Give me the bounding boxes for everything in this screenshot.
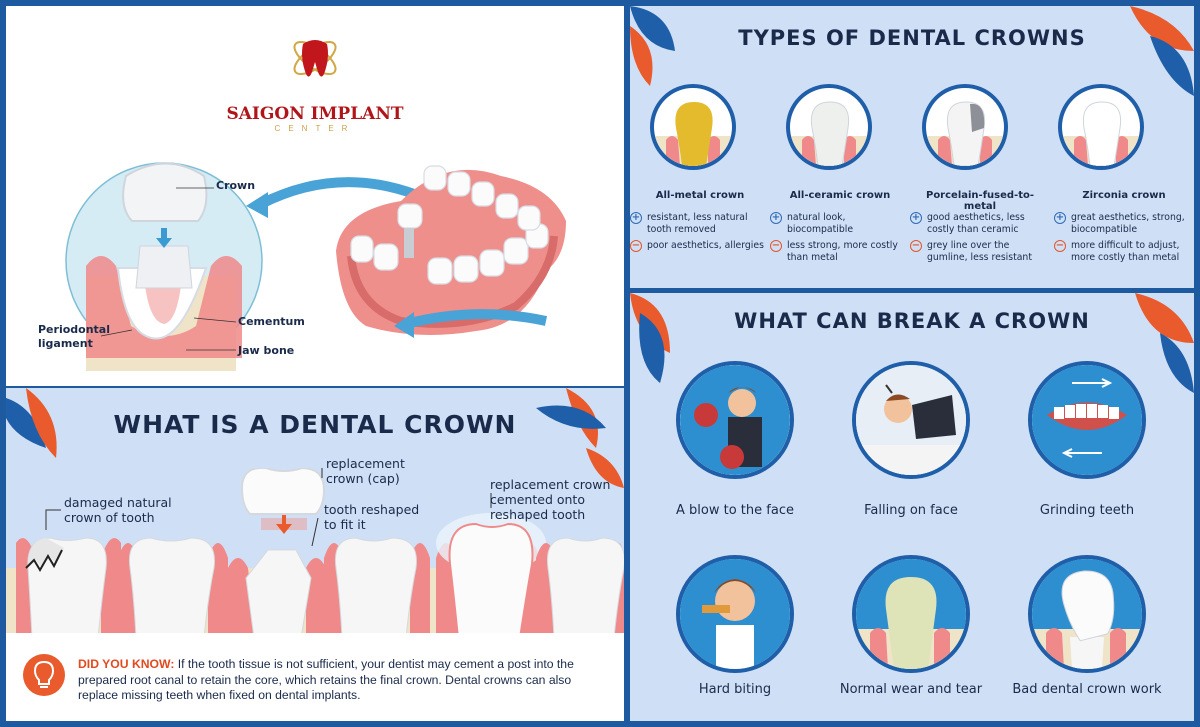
crown-type-2: All-ceramic crown + natural look, biocomp… [770,190,910,268]
ceramic-crown-icon [790,101,868,166]
crown-type-pro: + good aesthetics, less costly than ceram… [910,212,1050,236]
break-crown-panel: WHAT CAN BREAK A CROWN A blow to the fac… [630,293,1194,721]
crown-type-name: All-ceramic crown [789,190,891,201]
crown-type-name: Porcelain-fused-to-metal [925,190,1035,212]
crown-type-con: −grey line over the gumline, less resist… [910,240,1050,264]
break-caption-1: A blow to the face [676,503,794,518]
annotation-cemented: replacement crown cemented onto reshaped… [490,477,610,522]
leaf-decoration-icon [630,293,1194,393]
logo-subtitle: CENTER [274,124,356,133]
annotation-reshaped-line2: to fit it [324,517,366,532]
crown-type-pro-text: good aesthetics, less costly than cerami… [927,212,1025,235]
crown-anatomy-panel: SAIGON IMPLANT CENTER C [6,6,624,386]
falling-person-icon [856,365,966,475]
break-circle-1 [676,361,794,479]
bad-crown-icon [1032,559,1142,669]
annotation-damaged-line2: crown of tooth [64,510,155,525]
annotation-damaged-line1: damaged natural [64,495,172,510]
crown-type-3: Porcelain-fused-to-metal + good aesthetic… [910,190,1050,268]
crown-type-con-text: less strong, more costly than metal [787,240,898,263]
minus-icon: − [770,240,782,252]
crown-type-con: −poor aesthetics, allergies [630,240,770,252]
crown-type-1: All-metal crown + resistant, less natural… [630,190,770,256]
did-you-know-text: If the tooth tissue is not sufficient, y… [78,657,574,702]
annotation-cemented-line2: cemented onto [490,492,585,507]
did-you-know-title: DID YOU KNOW: [78,657,175,671]
did-you-know-box: DID YOU KNOW: If the tooth tissue is not… [6,633,624,721]
lightbulb-icon [23,654,65,696]
annotation-damaged: damaged natural crown of tooth [64,495,172,525]
gold-crown-icon [654,102,732,166]
break-circle-6 [1028,555,1146,673]
break-circle-4 [676,555,794,673]
break-caption-5: Normal wear and tear [839,682,983,697]
porcelain-metal-crown-icon [926,101,1004,166]
types-title: TYPES OF DENTAL CROWNS [738,26,1086,50]
annotation-reshaped: tooth reshaped to fit it [324,502,419,532]
logo-icon [293,40,337,77]
hard-biting-icon [680,559,790,669]
break-circle-3 [1028,361,1146,479]
crown-type-4: Zirconia crown + great aesthetics, strong… [1054,190,1194,268]
label-periodontal: Periodontal [38,323,110,336]
crown-type-con-text: more difficult to adjust, more costly th… [1071,240,1180,263]
minus-icon: − [1054,240,1066,252]
zirconia-crown-icon [1062,101,1140,166]
plus-icon: + [1054,212,1066,224]
crown-type-circle-1 [650,84,736,170]
crown-type-pro-text: great aesthetics, strong, biocompatible [1071,212,1185,235]
plus-icon: + [770,212,782,224]
break-caption-2: Falling on face [864,503,958,518]
minus-icon: − [910,240,922,252]
logo-name: SAIGON IMPLANT [226,104,404,124]
crown-type-name: Zirconia crown [1082,190,1166,201]
break-caption-6: Bad dental crown work [1012,682,1162,697]
break-circle-5 [852,555,970,673]
crown-type-name: All-metal crown [655,190,745,201]
leaf-decoration-icon [6,388,624,488]
break-circle-2 [852,361,970,479]
what-title: WHAT IS A DENTAL CROWN [113,410,517,439]
label-crown: Crown [216,179,256,192]
what-is-crown-panel: WHAT IS A DENTAL CROWN [6,388,624,721]
annotation-replacement-line1: replacement [326,456,405,471]
plus-icon: + [910,212,922,224]
crown-type-con: −less strong, more costly than metal [770,240,910,264]
crown-type-pro: + natural look, biocompatible [770,212,910,236]
minus-icon: − [630,240,642,252]
label-ligament: ligament [38,337,93,350]
crown-type-circle-3 [922,84,1008,170]
crown-type-con-text: poor aesthetics, allergies [647,240,764,251]
label-cementum: Cementum [238,315,305,328]
crown-type-pro-text: natural look, biocompatible [787,212,854,235]
annotation-cemented-line1: replacement crown [490,477,611,492]
break-caption-3: Grinding teeth [1039,503,1135,518]
label-jaw-bone: Jaw bone [238,344,295,357]
leaf-decoration-icon [630,6,1194,96]
boxing-punch-icon [680,365,790,475]
crown-type-circle-4 [1058,84,1144,170]
annotation-cemented-line3: reshaped tooth [490,507,586,522]
tooth-anatomy-diagram [65,162,566,371]
crown-type-pro-text: resistant, less natural tooth removed [647,212,748,235]
did-you-know-text-block: DID YOU KNOW: If the tooth tissue is not… [78,657,613,704]
annotation-reshaped-line1: tooth reshaped [324,502,420,517]
break-title: WHAT CAN BREAK A CROWN [734,309,1090,333]
crown-steps-diagram [6,468,624,638]
grinding-teeth-icon [1032,365,1142,475]
annotation-replacement: replacement crown (cap) [326,456,405,486]
crown-type-con: −more difficult to adjust, more costly t… [1054,240,1194,264]
crown-type-circle-2 [786,84,872,170]
crown-types-panel: TYPES OF DENTAL CROWNS All-metal crown +… [630,6,1194,288]
crown-type-pro: + great aesthetics, strong, biocompatible [1054,212,1194,236]
worn-tooth-icon [856,559,966,669]
crown-type-con-text: grey line over the gumline, less resista… [927,240,1032,263]
crown-type-pro: + resistant, less natural tooth removed [630,212,770,236]
annotation-replacement-line2: crown (cap) [326,471,400,486]
break-caption-4: Hard biting [698,682,772,697]
plus-icon: + [630,212,642,224]
